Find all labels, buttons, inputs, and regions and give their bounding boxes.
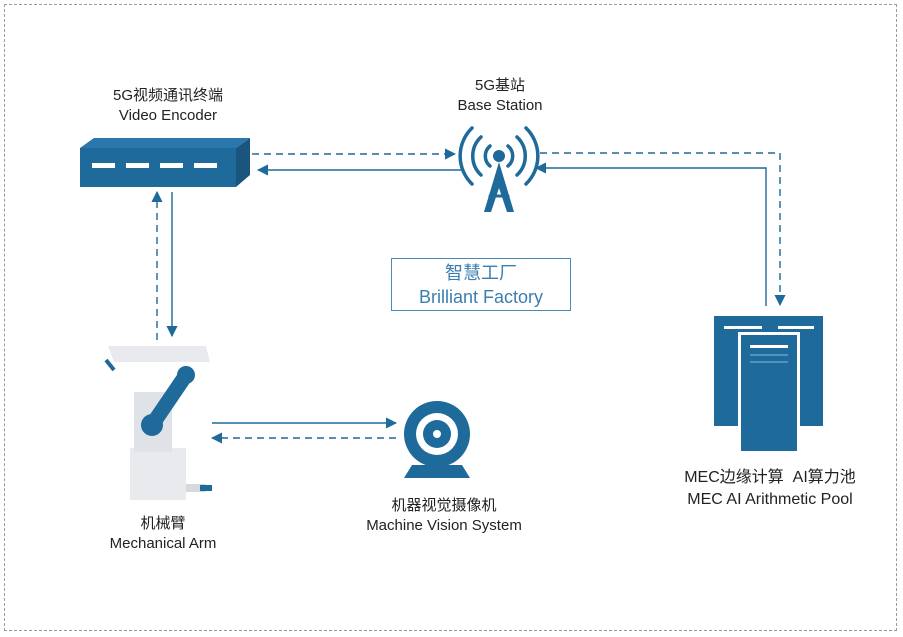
server-cluster-icon — [714, 316, 823, 454]
video-encoder-label-en: Video Encoder — [118, 107, 218, 124]
antenna-tower-icon — [458, 126, 540, 212]
machine-vision-label-en: Machine Vision System — [366, 517, 522, 534]
basestation-to-mec-dashed — [540, 152, 786, 307]
mec-pool-label-en: MEC AI Arithmetic Pool — [687, 491, 853, 508]
mechanical-arm-label-cn: 机械臂 — [140, 515, 186, 532]
mechanical-arm-label: 机械臂 Mechanical Arm — [88, 514, 238, 554]
mec-to-basestation-solid — [534, 162, 767, 306]
router-icon — [80, 138, 250, 187]
webcam-icon — [404, 401, 470, 478]
mec-pool-label-cn: MEC边缘计算 AI算力池 — [684, 469, 856, 486]
brilliant-factory-box: 智慧工厂 Brilliant Factory — [391, 258, 571, 311]
machine-vision-label-cn: 机器视觉摄像机 — [391, 497, 497, 514]
base-station-label-cn: 5G基站 — [474, 77, 525, 94]
brilliant-factory-en: Brilliant Factory — [418, 287, 544, 307]
robot-arm-icon — [104, 346, 212, 500]
connections — [151, 148, 786, 444]
base-station-label: 5G基站 Base Station — [420, 76, 580, 116]
machine-vision-label: 机器视觉摄像机 Machine Vision System — [344, 496, 544, 536]
mechanical-arm-label-en: Mechanical Arm — [109, 535, 217, 552]
base-station-label-en: Base Station — [457, 97, 543, 114]
mec-pool-label: MEC边缘计算 AI算力池 MEC AI Arithmetic Pool — [660, 467, 880, 511]
video-encoder-label: 5G视频通讯终端 Video Encoder — [68, 86, 268, 126]
video-encoder-label-cn: 5G视频通讯终端 — [112, 87, 223, 104]
brilliant-factory-cn: 智慧工厂 — [445, 263, 517, 283]
dashed-frame — [4, 4, 897, 631]
